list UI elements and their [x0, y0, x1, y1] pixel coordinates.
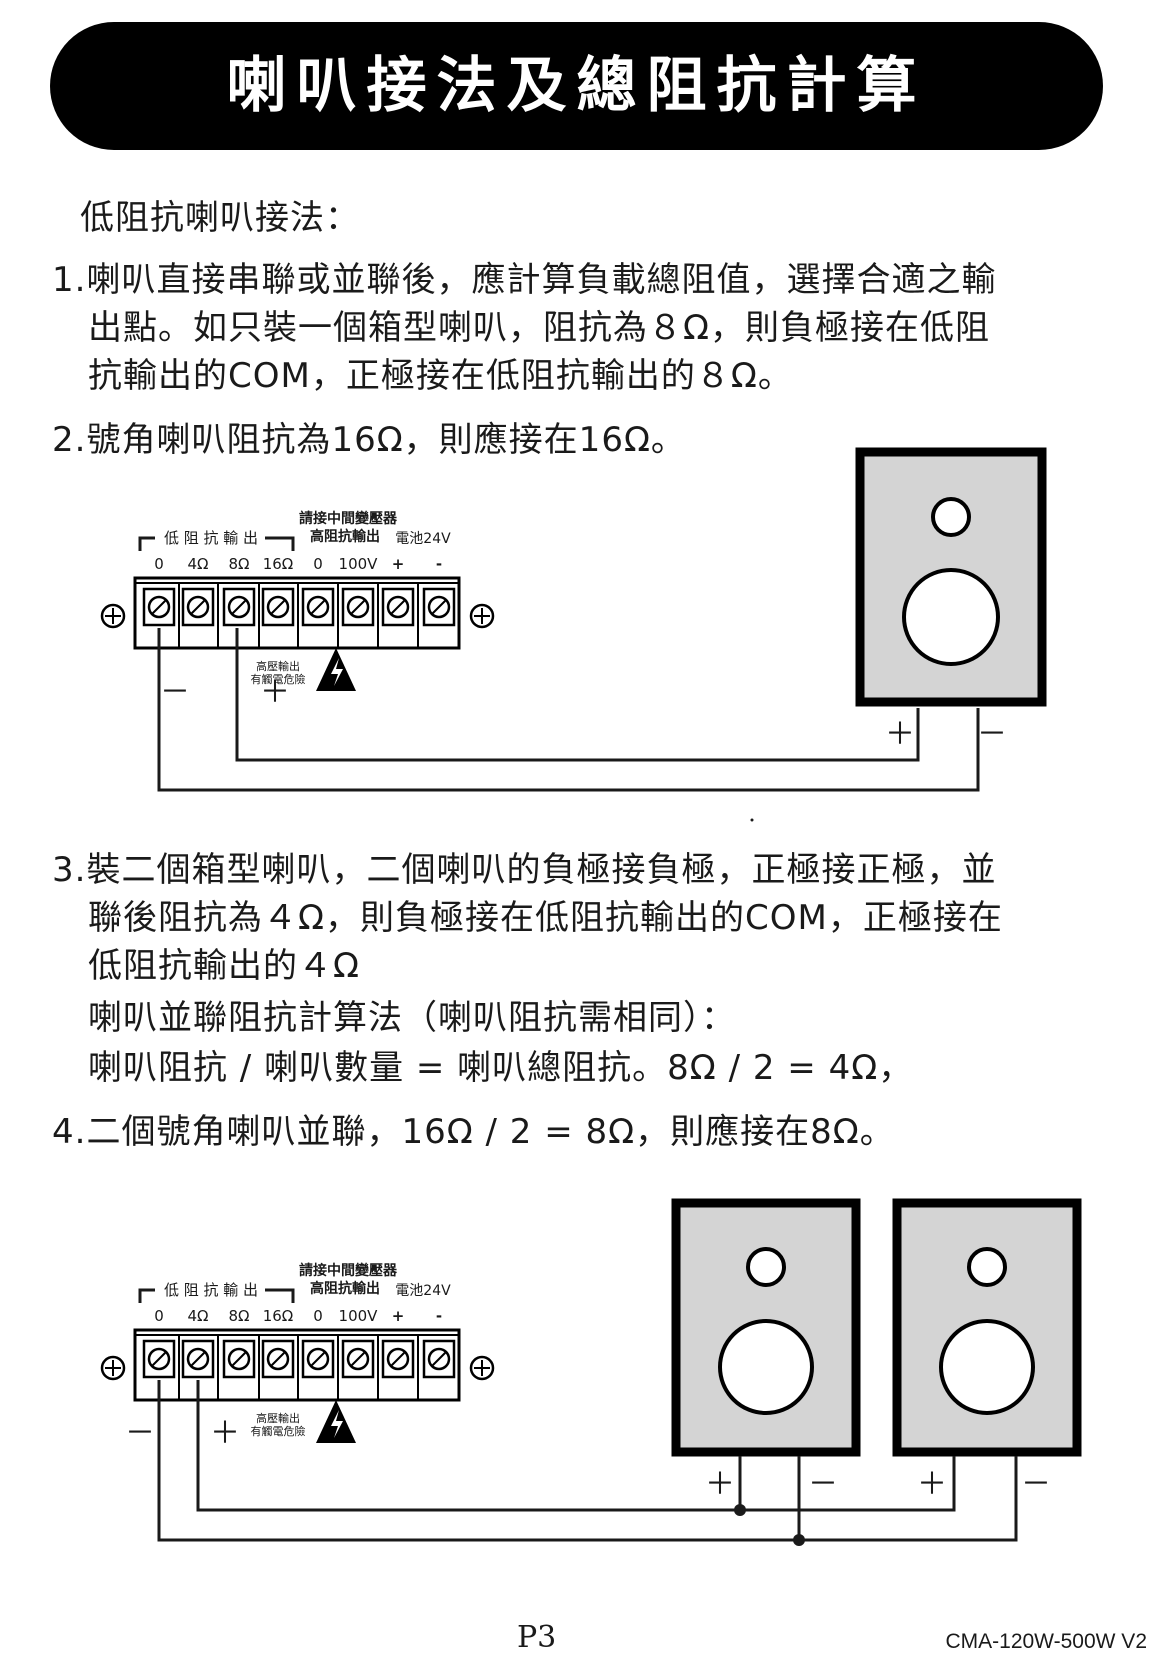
terminal-label-2: 8Ω: [228, 555, 249, 573]
spk1-plus-mark: ＋: [885, 717, 915, 752]
low-impedance-group-label: 低 阻 抗 輸 出: [164, 1281, 258, 1299]
diagram2-wiring: [157, 1380, 1018, 1542]
lightning-bolt-icon: [331, 658, 343, 686]
spk2a-minus-mark: －: [808, 1467, 838, 1502]
item3-line2: 聯後阻抗為４Ω，則負極接在低阻抗輸出的COM，正極接在: [88, 898, 1003, 938]
speaker-cabinet-2a: [671, 1198, 861, 1457]
screw-slot-6: [390, 1351, 406, 1367]
transformer-note: 請接中間變壓器: [299, 1262, 398, 1279]
screw-slot-0: [151, 599, 167, 615]
terminal-block-2: 低 阻 抗 輸 出 請接中間變壓器高阻抗輸出電池24V 0 4Ω 8Ω 16Ω 0 100V +…: [100, 1262, 495, 1443]
item3-line1: 3.裝二個箱型喇叭，二個喇叭的負極接負極，正極接正極，並: [52, 850, 997, 890]
high-impedance-group-label: 高阻抗輸出: [310, 1280, 380, 1297]
item1-line1: 1.喇叭直接串聯或並聯後，應計算負載總阻值，選擇合適之輸: [52, 260, 997, 300]
transformer-note: 請接中間變壓器: [299, 510, 398, 527]
screw-slot-2: [231, 1351, 247, 1367]
low-bracket-right: [265, 1288, 295, 1303]
speaker-cabinet-1: [855, 447, 1047, 707]
junction-dot-plus: [734, 1504, 746, 1516]
spk2a-plus-mark: ＋: [705, 1467, 735, 1502]
terminal-block-1: 低 阻 抗 輸 出 請接中間變壓器高阻抗輸出電池24V 0 4Ω 8Ω 16Ω 0 100V +…: [100, 510, 495, 691]
screw-slot-7: [431, 1351, 447, 1367]
terminal-label-1: 4Ω: [187, 555, 208, 573]
model-number: CMA-120W-500W V2: [945, 1630, 1147, 1653]
warning-label-1: 高壓輸出: [256, 659, 300, 673]
screw-slot-4: [310, 1351, 326, 1367]
screw-slot-5: [350, 599, 366, 615]
item1-line3: 抗輸出的COM，正極接在低阻抗輸出的８Ω。: [88, 356, 793, 396]
low-impedance-group-label: 低 阻 抗 輸 出: [164, 529, 258, 547]
terminal-label-3: 16Ω: [263, 1307, 294, 1325]
terminal-label-7: -: [436, 1307, 442, 1325]
junction-dot-minus: [793, 1534, 805, 1546]
screw-slot-6: [390, 599, 406, 615]
low-bracket-left: [138, 1288, 155, 1303]
item3-line4: 喇叭並聯阻抗計算法（喇叭阻抗需相同）：: [88, 998, 736, 1038]
page-title: 喇叭接法及總阻抗計算: [226, 51, 927, 121]
spk2b-minus-mark: －: [1021, 1467, 1051, 1502]
screw-slot-3: [270, 1351, 286, 1367]
low-bracket-left: [138, 536, 155, 551]
high-impedance-group-label: 高阻抗輸出: [310, 528, 380, 545]
screw-slot-1: [190, 599, 206, 615]
terminal-label-7: -: [436, 555, 442, 573]
terminal-label-2: 8Ω: [228, 1307, 249, 1325]
battery-label: 電池24V: [395, 531, 451, 547]
spk2b-plus-mark: ＋: [917, 1467, 947, 1502]
screw-slot-7: [431, 599, 447, 615]
terminal-label-5: 100V: [339, 1307, 379, 1325]
terminal-label-0: 0: [154, 1307, 164, 1325]
terminal-label-3: 16Ω: [263, 555, 294, 573]
section-heading: 低阻抗喇叭接法：: [80, 198, 360, 238]
screw-slot-0: [151, 1351, 167, 1367]
tb2-minus-mark: －: [125, 1416, 155, 1451]
page-number: P3: [517, 1620, 557, 1655]
item1-line2: 出點。如只裝一個箱型喇叭，阻抗為８Ω，則負極接在低阻: [88, 308, 990, 348]
stray-dot: [750, 818, 754, 822]
screw-slot-5: [350, 1351, 366, 1367]
item2-line1: 2.號角喇叭阻抗為16Ω，則應接在16Ω。: [52, 420, 686, 460]
title-banner: 喇叭接法及總阻抗計算: [50, 22, 1103, 150]
item3-line5: 喇叭阻抗 / 喇叭數量 = 喇叭總阻抗。8Ω / 2 = 4Ω，: [88, 1048, 914, 1088]
terminal-label-5: 100V: [339, 555, 379, 573]
terminal-label-6: +: [392, 555, 405, 573]
terminal-label-6: +: [392, 1307, 405, 1325]
low-bracket-right: [265, 536, 295, 551]
screw-slot-1: [190, 1351, 206, 1367]
terminal-label-0: 0: [154, 555, 164, 573]
screw-slot-2: [231, 599, 247, 615]
lightning-bolt-icon: [331, 1410, 343, 1438]
tb1-plus-mark: ＋: [260, 675, 290, 710]
screw-slot-3: [270, 599, 286, 615]
warning-label-1: 高壓輸出: [256, 1411, 300, 1425]
item3-line3: 低阻抗輸出的４Ω: [88, 946, 360, 986]
tb2-plus-mark: ＋: [210, 1416, 240, 1451]
terminal-label-4: 0: [313, 1307, 323, 1325]
terminal-label-1: 4Ω: [187, 1307, 208, 1325]
item4-line1: 4.二個號角喇叭並聯，16Ω / 2 = 8Ω，則應接在8Ω。: [52, 1112, 895, 1152]
terminal-label-4: 0: [313, 555, 323, 573]
diagram1-wiring: [157, 628, 980, 792]
battery-label: 電池24V: [395, 1283, 451, 1299]
tb1-minus-mark: －: [160, 675, 190, 710]
warning-label-2: 有觸電危險: [251, 1424, 306, 1438]
spk1-minus-mark: －: [977, 717, 1007, 752]
speaker-cabinet-2b: [892, 1198, 1082, 1457]
screw-slot-4: [310, 599, 326, 615]
warning-label-2: 有觸電危險: [251, 672, 306, 686]
